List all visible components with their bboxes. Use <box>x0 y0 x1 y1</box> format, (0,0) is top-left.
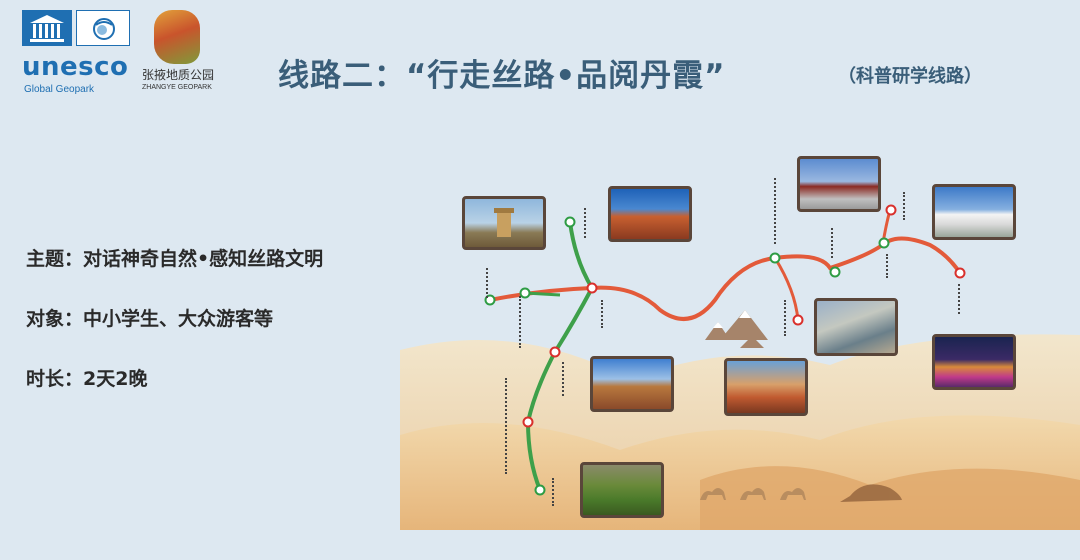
duration-line: 时长：2天2晚 <box>26 368 148 390</box>
zhangye-logo-cn: 张掖地质公园 <box>142 68 215 82</box>
photo-aerial-city <box>814 298 898 356</box>
page-subtitle: （科普研学线路） <box>838 66 982 87</box>
route-label <box>486 268 488 298</box>
route-label <box>562 362 564 396</box>
unesco-wordmark: unesco <box>22 52 129 82</box>
route-label <box>519 296 521 348</box>
audience-line: 对象：中小学生、大众游客等 <box>26 308 274 330</box>
zhangye-geopark-logo: 张掖地质公园 ZHANGYE GEOPARK <box>142 10 226 96</box>
route-label <box>831 228 833 258</box>
route-label <box>958 284 960 314</box>
geopark-globe-icon <box>76 10 130 46</box>
route-label <box>774 178 776 244</box>
photo-night-pavilion <box>932 334 1016 390</box>
unesco-temple-emblem <box>22 10 72 46</box>
zhangye-danxia-emblem <box>154 10 200 64</box>
photo-museum-building <box>797 156 881 212</box>
unesco-global-geopark-logo: unesco Global Geopark <box>22 10 134 96</box>
photo-rainbow-mountains <box>724 358 808 416</box>
route-label <box>505 378 507 474</box>
photo-layered-canyon <box>590 356 674 412</box>
theme-line: 主题：对话神奇自然•感知丝路文明 <box>26 248 324 270</box>
route-label <box>886 254 888 278</box>
route-label <box>552 478 554 506</box>
route-label <box>584 208 586 238</box>
camel-caravan-silhouette <box>700 484 902 502</box>
route-label <box>903 192 905 220</box>
global-geopark-text: Global Geopark <box>24 84 95 95</box>
route-label <box>784 300 786 336</box>
route-map <box>400 204 1080 530</box>
page-title: 线路二：“行走丝路•品阅丹霞” <box>278 58 726 94</box>
photo-white-hall <box>932 184 1016 240</box>
zhangye-logo-en: ZHANGYE GEOPARK <box>142 84 212 91</box>
photo-watchtower <box>462 196 546 250</box>
route-label <box>601 300 603 328</box>
mountain-silhouette <box>705 310 768 348</box>
photo-grassland-camp <box>580 462 664 518</box>
photo-danxia-red-cliffs <box>608 186 692 242</box>
